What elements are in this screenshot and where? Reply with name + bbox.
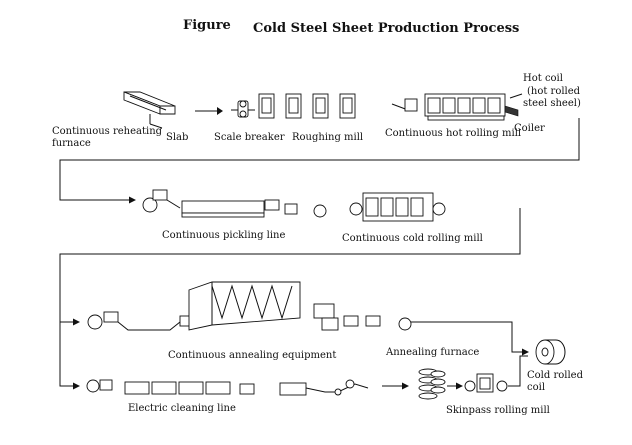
- stacked-coils-icon: [418, 368, 446, 400]
- scale-breaker-label: Scale breaker: [214, 132, 285, 143]
- figure-label: Figure: [183, 18, 231, 33]
- hot-coil-label-1: Hot coil: [523, 73, 563, 84]
- hot-coil-label-2: (hot rolled: [527, 86, 581, 97]
- reheating-furnace-icon: [123, 91, 176, 129]
- slab-arrow: [195, 107, 223, 115]
- roughing-mill-label: Roughing mill: [292, 132, 364, 143]
- skinpass-mill-icon: [464, 373, 508, 393]
- cold-rolled-coil-icon: [535, 339, 566, 365]
- skinpass-mill-label: Skinpass rolling mill: [446, 405, 550, 416]
- cleaning-line-label: Electric cleaning line: [128, 403, 236, 414]
- hot-coil-label-3: steel sheel): [523, 98, 581, 109]
- scale-breaker-icon: [231, 100, 255, 118]
- coiler-label: Coiler: [514, 123, 545, 134]
- annealing-equipment-label: Continuous annealing equipment: [168, 350, 337, 361]
- cold-rolling-mill-icon: [349, 192, 446, 222]
- annealing-furnace-icon: [313, 303, 412, 331]
- slab-label: Slab: [166, 132, 189, 143]
- diagram-title: Cold Steel Sheet Production Process: [253, 21, 520, 36]
- annealing-equipment-icon: [87, 281, 301, 331]
- cold-rolling-mill-label: Continuous cold rolling mill: [342, 233, 483, 244]
- pickling-line-icon: [142, 189, 327, 218]
- roughing-mill-icon: [258, 93, 356, 119]
- cold-rolled-coil-label-1: Cold rolled: [527, 370, 583, 381]
- hot-rolling-mill-label: Continuous hot rolling mill: [385, 128, 522, 139]
- cold-rolled-coil-label-2: coil: [527, 382, 546, 393]
- pickling-line-label: Continuous pickling line: [162, 230, 286, 241]
- hot-rolling-mill-icon: [391, 93, 506, 121]
- coiler-icon: [504, 93, 523, 117]
- annealing-furnace-label: Annealing furnace: [386, 347, 480, 358]
- reheating-furnace-label-2: furnace: [52, 138, 91, 149]
- reheating-furnace-label-1: Continuous reheating: [52, 126, 163, 137]
- cleaning-line-icon: [86, 379, 369, 396]
